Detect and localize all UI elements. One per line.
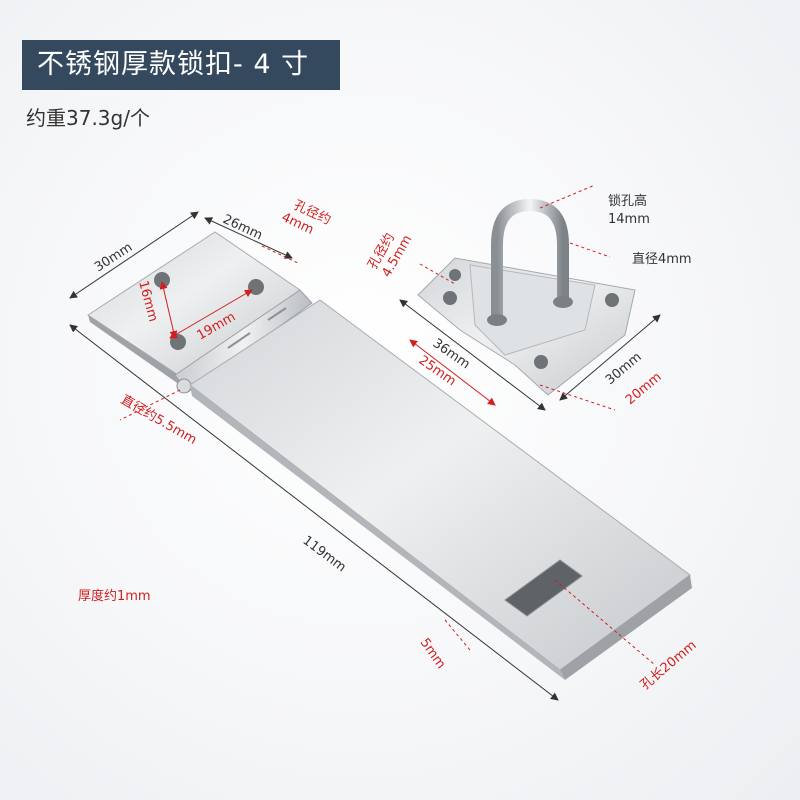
label-119mm: 119mm — [300, 533, 349, 575]
label-loop-diameter: 直径4mm — [632, 252, 692, 267]
label-26mm: 26mm — [220, 212, 264, 243]
label-5mm: 5mm — [417, 636, 449, 672]
label-slot-length: 孔长20mm — [638, 638, 700, 693]
dim-line-hole4 — [261, 245, 301, 265]
label-lock-height-line2: 14mm — [608, 212, 650, 227]
label-staple-hole: 孔径约 4.5mm — [365, 225, 415, 280]
hinge-leaf-hole — [248, 279, 264, 295]
label-hole-4mm: 孔径约 4mm — [279, 195, 337, 244]
dim-line-30mm-b — [559, 314, 661, 401]
staple-hole — [534, 355, 548, 369]
label-thickness: 厚度约1mm — [78, 588, 151, 604]
staple-loop-rivet — [553, 296, 573, 308]
label-30mm-staple: 30mm — [603, 350, 645, 388]
product-title: 不锈钢厚款锁扣- 4 寸 — [37, 49, 310, 80]
dim-line-5mm — [444, 619, 471, 651]
dim-line-loop — [569, 242, 611, 258]
dim-line-staplehole — [419, 263, 456, 285]
label-lock-height: 锁孔高 14mm — [608, 193, 651, 227]
staple-hole — [449, 269, 461, 281]
hasp-long-plate — [189, 299, 692, 680]
dim-line-slot — [554, 579, 656, 666]
label-30mm: 30mm — [92, 240, 135, 275]
dim-line-26mm — [204, 217, 293, 259]
staple-loop-rivet — [487, 314, 507, 326]
staple-loop — [491, 198, 569, 324]
weight-text: 约重37.3g/个 — [26, 106, 150, 130]
dim-line-119mm — [69, 324, 559, 701]
label-lock-height-line1: 锁孔高 — [608, 193, 647, 209]
staple-hole — [605, 293, 619, 307]
hinge-leaf-hole — [154, 272, 170, 288]
label-20mm: 20mm — [623, 370, 665, 408]
product-title-banner: 不锈钢厚款锁扣- 4 寸 — [22, 40, 340, 90]
dim-line-20mm — [539, 384, 616, 411]
staple-hole — [443, 291, 457, 305]
dim-line-lockheight — [539, 184, 596, 209]
dim-line-30mm — [69, 211, 199, 299]
dim-line-pin — [119, 389, 181, 421]
dim-line-25mm — [409, 339, 496, 406]
